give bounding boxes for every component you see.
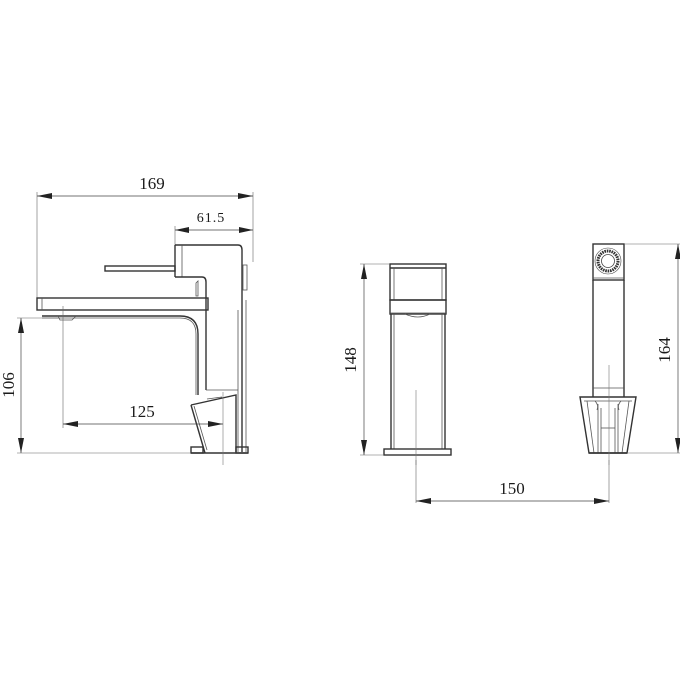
dim-spout-reach: 125: [62, 306, 223, 428]
dim-125-label: 125: [129, 402, 155, 421]
rear-faucet-body: [579, 243, 637, 465]
front-view: 169 61.5: [0, 174, 254, 465]
dim-169-label: 169: [139, 174, 165, 193]
dim-150-label: 150: [499, 479, 525, 498]
dim-61-5-label: 61.5: [197, 211, 226, 226]
dim-rear-height: 164: [624, 243, 680, 454]
aerator-ring-icon: [596, 249, 620, 273]
dim-overall-width: 169: [36, 174, 254, 310]
dim-centre-distance: 150: [415, 460, 610, 504]
front-faucet-body: [36, 244, 249, 465]
dim-side-height: 148: [341, 263, 390, 456]
side-view: 148 150: [341, 263, 610, 504]
dim-handle-body-width: 61.5: [174, 211, 253, 245]
rear-view: 164: [579, 243, 680, 465]
side-faucet-body: [383, 263, 452, 465]
dim-106-label: 106: [0, 372, 18, 398]
dim-148-label: 148: [341, 347, 360, 373]
dim-spout-height: 106: [0, 317, 191, 454]
dim-164-label: 164: [655, 337, 674, 363]
lever-handle: [104, 265, 176, 272]
